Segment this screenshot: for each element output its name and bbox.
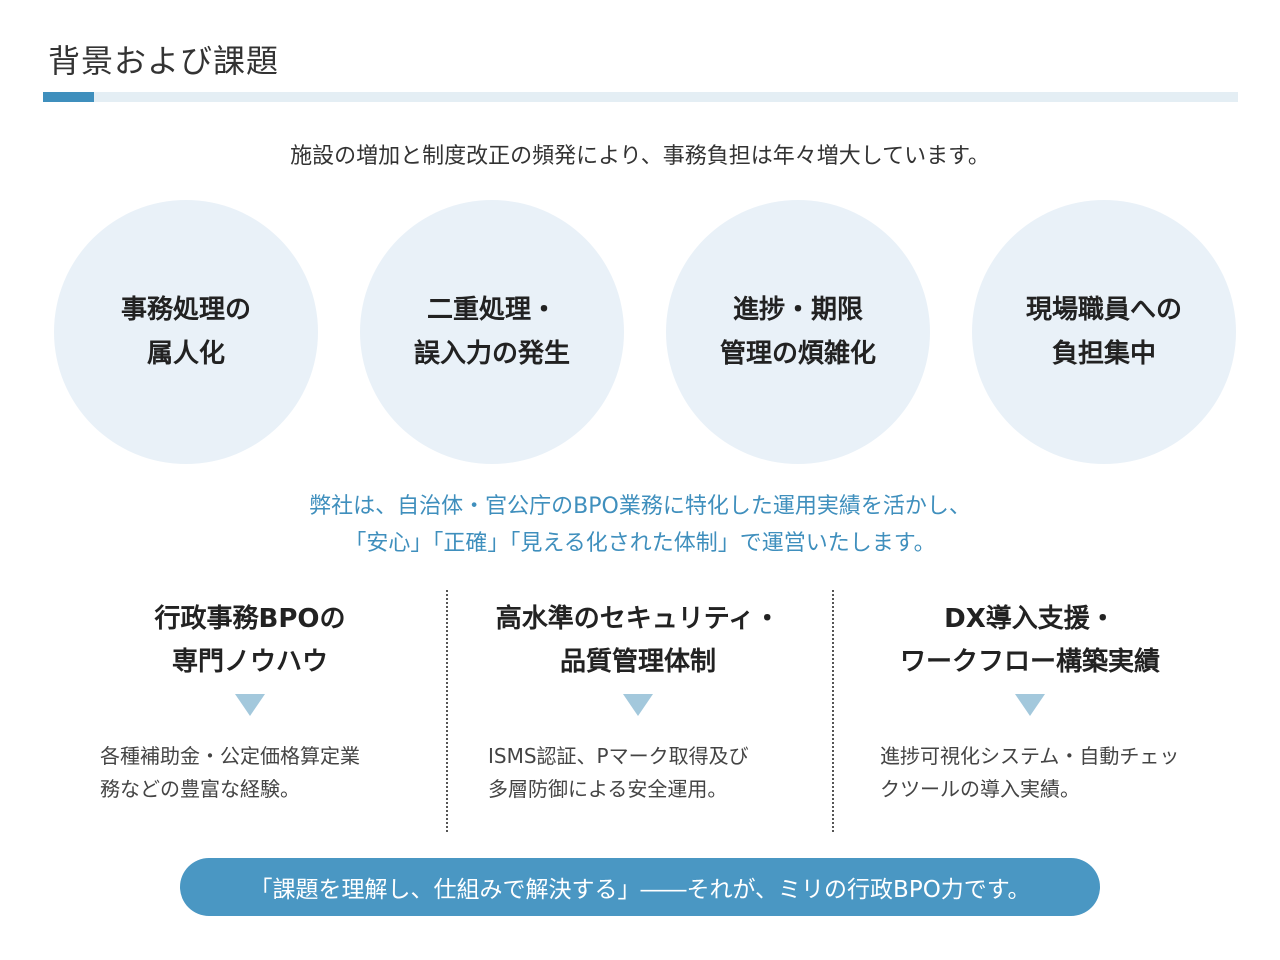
challenge-line: 負担集中 <box>1051 339 1156 369</box>
challenge-label: 事務処理の 属人化 <box>121 288 251 376</box>
down-arrow-icon <box>235 694 265 716</box>
title-underline <box>43 92 1238 102</box>
page-title: 背景および課題 <box>48 42 280 80</box>
strength-title-line: 専門ノウハウ <box>171 647 328 677</box>
title-underline-accent <box>43 92 94 102</box>
strength-desc-line: 多層防御による安全運用。 <box>488 777 728 801</box>
challenge-label: 現場職員への 負担集中 <box>1026 288 1182 376</box>
challenge-circle: 進捗・期限 管理の煩雑化 <box>666 200 930 464</box>
strength-title-line: DX導入支援・ <box>944 604 1116 634</box>
strength-title: 高水準のセキュリティ・ 品質管理体制 <box>448 598 828 684</box>
strength-column: DX導入支援・ ワークフロー構築実績 進捗可視化システム・自動チェッ クツールの… <box>840 598 1220 806</box>
strength-title: 行政事務BPOの 専門ノウハウ <box>60 598 440 684</box>
lead-line: 弊社は、自治体・官公庁のBPO業務に特化した運用実績を活かし、 <box>309 494 971 519</box>
strength-desc-line: 進捗可視化システム・自動チェッ <box>880 744 1180 768</box>
strength-desc-line: ISMS認証、Pマーク取得及び <box>488 744 749 768</box>
strength-desc-line: 各種補助金・公定価格算定業 <box>100 744 360 768</box>
strength-title-line: ワークフロー構築実績 <box>899 647 1160 677</box>
challenge-label: 進捗・期限 管理の煩雑化 <box>720 288 876 376</box>
column-divider <box>832 590 834 832</box>
lead-text: 弊社は、自治体・官公庁のBPO業務に特化した運用実績を活かし、 「安心」「正確」… <box>0 488 1280 562</box>
down-arrow-icon <box>623 694 653 716</box>
challenge-line: 二重処理・ <box>426 295 557 325</box>
strength-title-line: 品質管理体制 <box>559 647 716 677</box>
challenge-line: 管理の煩雑化 <box>719 339 876 369</box>
challenge-circle: 現場職員への 負担集中 <box>972 200 1236 464</box>
strength-description: 進捗可視化システム・自動チェッ クツールの導入実績。 <box>880 740 1180 806</box>
strength-desc-line: クツールの導入実績。 <box>880 777 1080 801</box>
strength-description: 各種補助金・公定価格算定業 務などの豊富な経験。 <box>100 740 400 806</box>
strength-title-line: 行政事務BPOの <box>154 604 346 634</box>
strength-column: 高水準のセキュリティ・ 品質管理体制 ISMS認証、Pマーク取得及び 多層防御に… <box>448 598 828 806</box>
column-divider <box>446 590 448 832</box>
challenge-line: 現場職員への <box>1025 295 1182 325</box>
down-arrow-icon <box>1015 694 1045 716</box>
strength-desc-line: 務などの豊富な経験。 <box>100 777 300 801</box>
strength-title: DX導入支援・ ワークフロー構築実績 <box>840 598 1220 684</box>
challenge-line: 属人化 <box>146 339 225 369</box>
strength-description: ISMS認証、Pマーク取得及び 多層防御による安全運用。 <box>488 740 788 806</box>
challenge-label: 二重処理・ 誤入力の発生 <box>414 288 570 376</box>
challenge-circle: 二重処理・ 誤入力の発生 <box>360 200 624 464</box>
intro-text: 施設の増加と制度改正の頻発により、事務負担は年々増大しています。 <box>290 144 990 169</box>
lead-line: 「安心」「正確」「見える化された体制」で運営いたします。 <box>344 531 936 556</box>
challenge-line: 誤入力の発生 <box>413 339 570 369</box>
summary-banner: 「課題を理解し、仕組みで解決する」――それが、ミリの行政BPO力です。 <box>180 858 1100 916</box>
challenge-circle: 事務処理の 属人化 <box>54 200 318 464</box>
strength-column: 行政事務BPOの 専門ノウハウ 各種補助金・公定価格算定業 務などの豊富な経験。 <box>60 598 440 806</box>
challenge-line: 事務処理の <box>120 295 251 325</box>
strength-title-line: 高水準のセキュリティ・ <box>495 604 781 634</box>
challenge-line: 進捗・期限 <box>732 295 863 325</box>
